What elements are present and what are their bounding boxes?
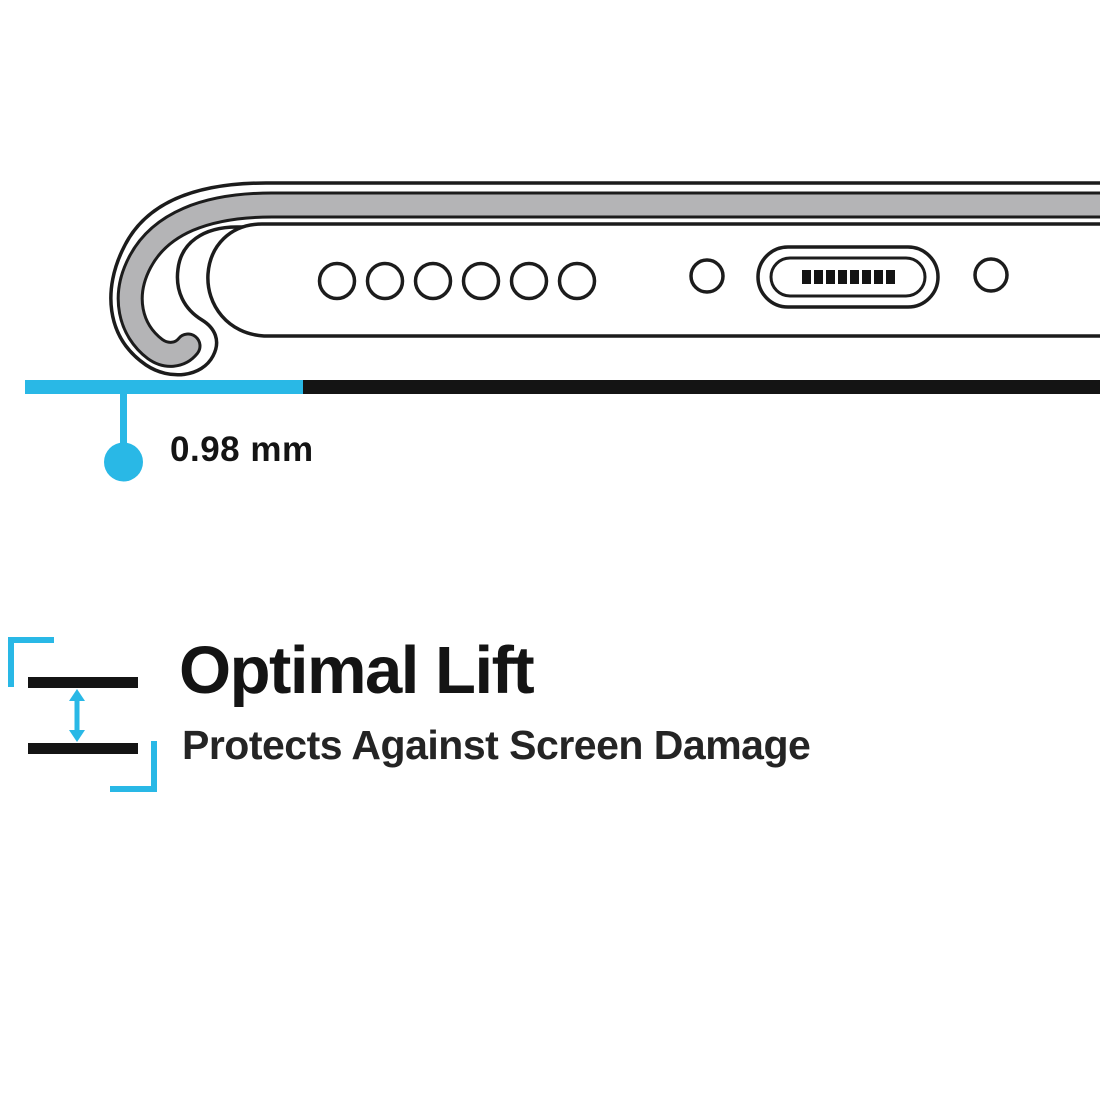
lift-icon-bottom-right-bracket [110, 741, 157, 792]
lift-icon [8, 637, 157, 792]
charging-port-inner [769, 256, 927, 298]
port-pin [886, 270, 895, 284]
surface-line [303, 380, 1100, 394]
lift-gap-highlight-line [25, 380, 303, 394]
speaker-holes [317, 261, 597, 301]
arrow-head-up [69, 689, 85, 701]
microphone-hole [689, 258, 725, 294]
lift-icon-top-bar [28, 677, 138, 688]
vertical-double-arrow-icon [69, 689, 85, 742]
speaker-hole [509, 261, 549, 301]
lift-icon-top-left-bracket [8, 637, 54, 687]
port-pin [874, 270, 883, 284]
arrow-head-down [69, 730, 85, 742]
case-grip-band [119, 194, 1100, 365]
speaker-hole [557, 261, 597, 301]
feature-title: Optimal Lift [179, 633, 535, 708]
measurement-dot [104, 442, 143, 482]
port-pin [838, 270, 847, 284]
port-pin [802, 270, 811, 284]
feature-subtitle: Protects Against Screen Damage [182, 722, 811, 768]
port-pin [826, 270, 835, 284]
screw-hole [973, 257, 1009, 293]
measurement-leader-line [120, 394, 127, 444]
phone-bottom-edge [109, 181, 1100, 377]
charging-port [756, 245, 940, 309]
speaker-hole [461, 261, 501, 301]
surface-and-measurement [25, 380, 1100, 482]
port-pin [814, 270, 823, 284]
lift-measurement-label: 0.98 mm [170, 430, 314, 469]
speaker-hole [365, 261, 405, 301]
speaker-hole [413, 261, 453, 301]
speaker-hole [317, 261, 357, 301]
port-pin [850, 270, 859, 284]
lift-icon-bottom-bar [28, 743, 138, 754]
charging-port-pins [802, 270, 895, 284]
port-pin [862, 270, 871, 284]
